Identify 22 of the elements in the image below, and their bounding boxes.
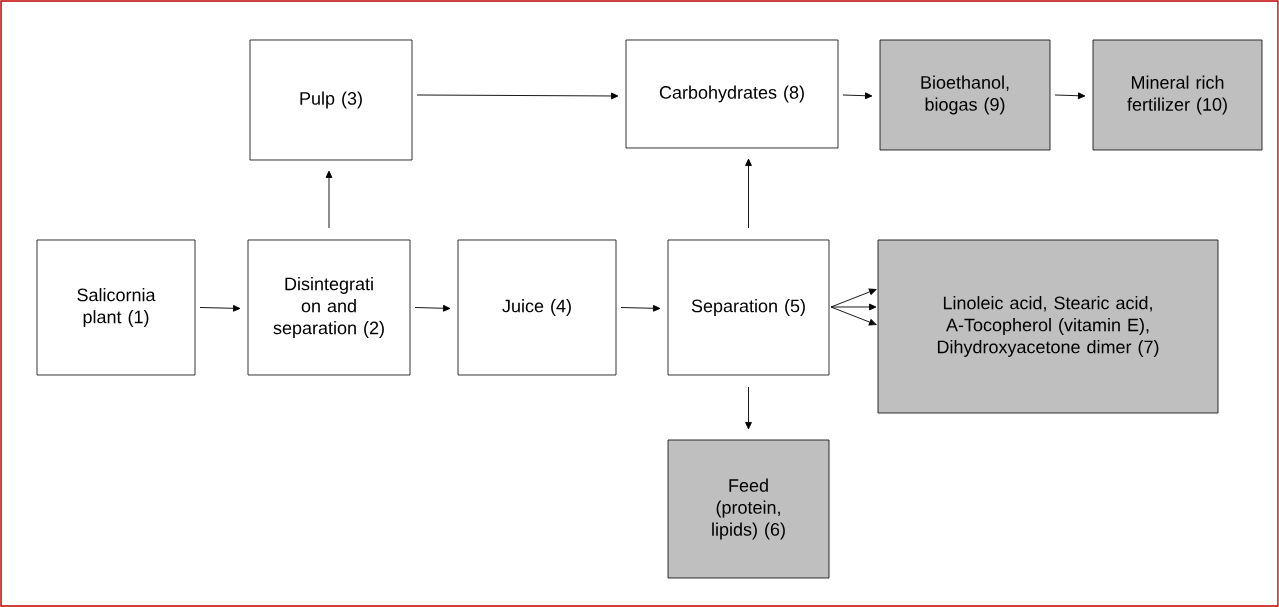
process-box: Pulp (3) — [249, 39, 413, 161]
process-box: Mineral rich fertilizer (10) — [1092, 39, 1263, 151]
arrow — [1054, 92, 1086, 100]
arrow — [830, 303, 877, 311]
process-box: Carbohydrates (8) — [625, 39, 839, 149]
arrow — [414, 304, 451, 312]
arrow — [325, 170, 333, 229]
process-box: Salicornia plant (1) — [36, 239, 196, 376]
process-box: Separation (5) — [667, 239, 830, 376]
process-box: Juice (4) — [457, 239, 617, 376]
arrow — [416, 92, 619, 100]
arrow — [842, 92, 873, 100]
arrow — [745, 158, 752, 229]
process-box: Disintegrati on and separation (2) — [247, 239, 411, 376]
arrow — [620, 304, 661, 312]
process-box: Linoleic acid, Stearic acid, A-Tocopherol (vitamin E), Dihydroxyacetone dimer (7) — [877, 239, 1219, 414]
process-box: Bioethanol, biogas (9) — [879, 39, 1051, 151]
arrow — [830, 288, 877, 308]
process-box: Feed (protein, lipids) (6) — [667, 439, 830, 579]
arrow — [745, 386, 752, 430]
arrow — [199, 304, 241, 312]
arrow — [830, 306, 877, 326]
